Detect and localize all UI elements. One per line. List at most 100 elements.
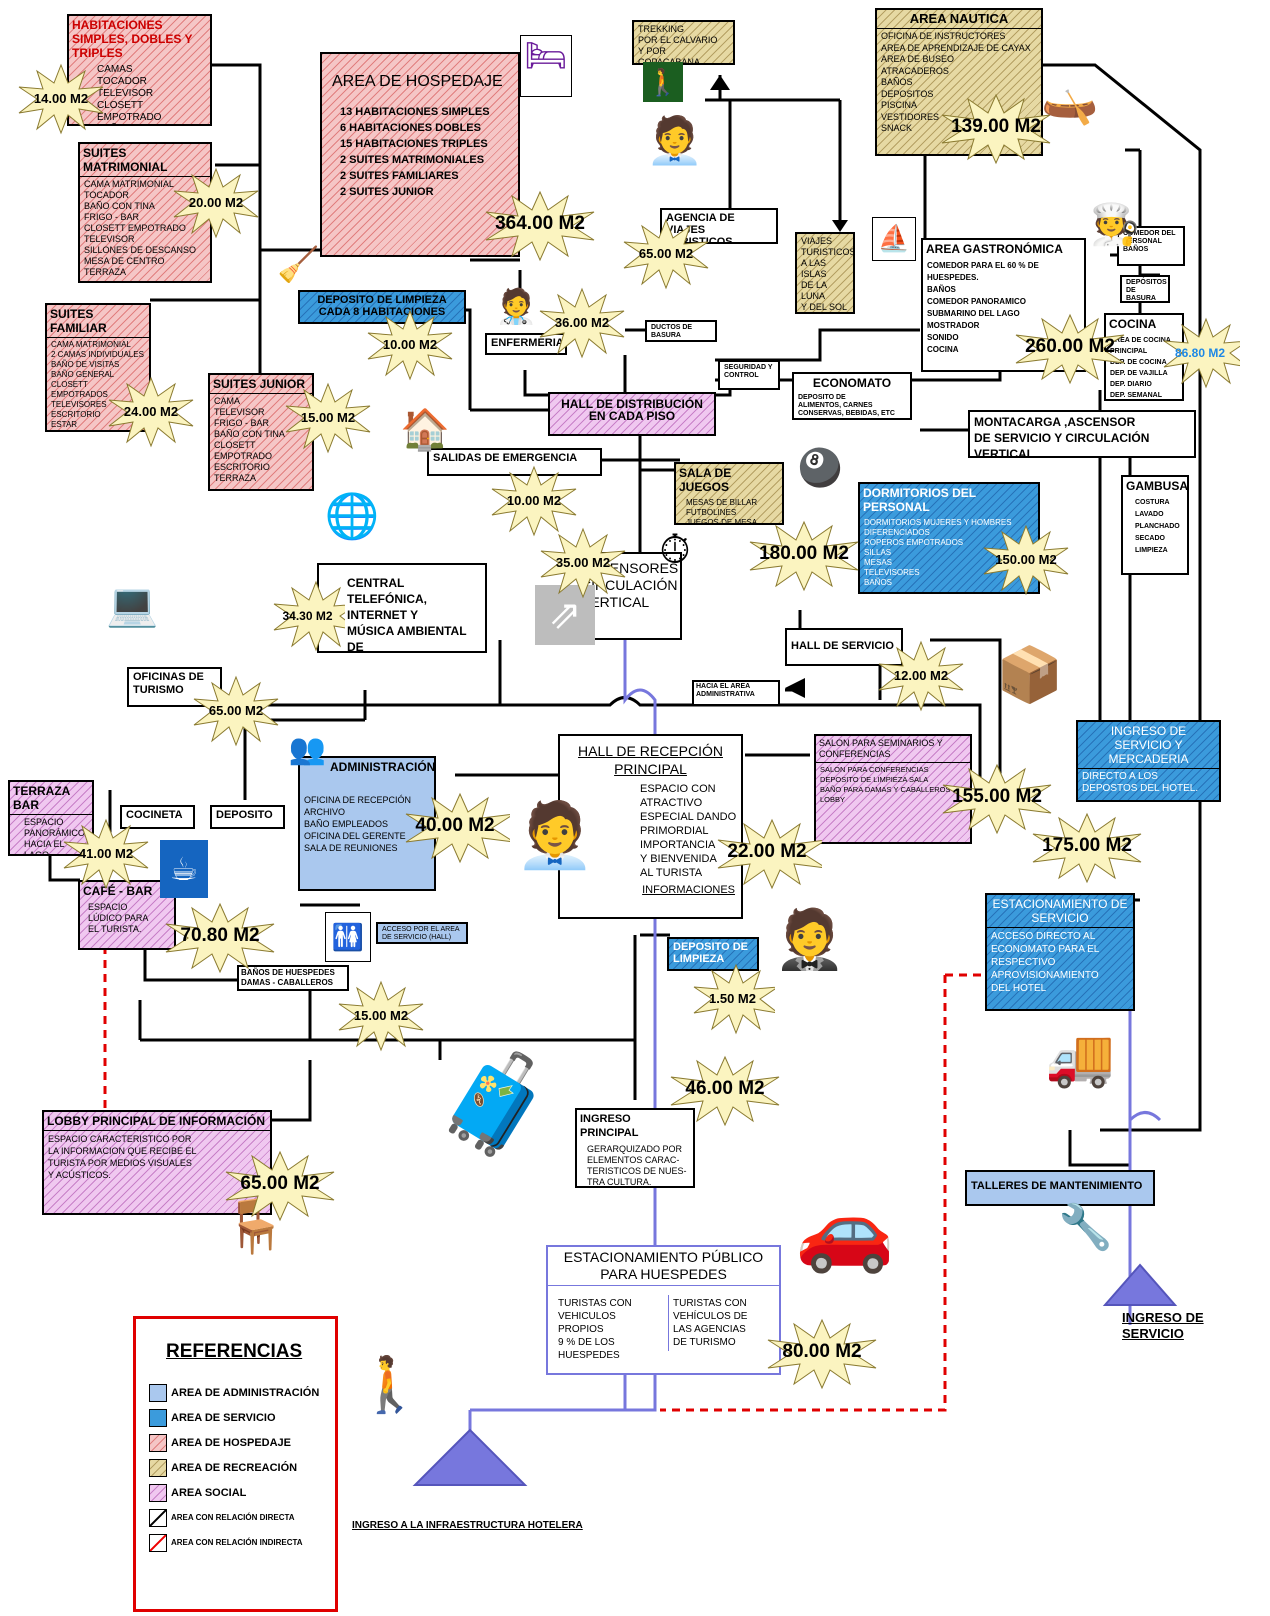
area-star: 1.50 M2: [690, 963, 775, 1035]
terraza-bar-items: ESPACIO PANORÁMICO HACIA EL LAGO: [24, 817, 85, 856]
nurse-icon: 🧑‍⚕️: [495, 288, 538, 326]
ingreso-servicio-items: DIRECTO A LOS DEPOSTOS DEL HOTEL.: [1082, 771, 1199, 794]
area-star: 15.00 M2: [335, 980, 427, 1052]
deposito-limpieza-box: DEPOSITO DE LIMPIEZA CADA 8 HABITACIONES: [298, 290, 466, 324]
area-star: 40.00 M2: [400, 792, 510, 864]
bellboy-icon: 🤵: [773, 907, 847, 972]
hiker-icon: 🚶: [643, 62, 683, 102]
gambusa-items: COSTURA LAVADO PLANCHADO SECADO LIMPIEZA: [1135, 499, 1180, 554]
viajes-box: VIAJES TURISTICOS A LAS ISLAS DE LA LUNA…: [795, 232, 855, 314]
hospedaje-title: AREA DE HOSPEDAJE: [332, 73, 503, 90]
cleaner-icon: 🧹: [277, 246, 320, 284]
area-star: 22.00 M2: [712, 818, 822, 890]
ductos-box: DUCTOS DE BASURA AL DEP DE BASURA: [645, 320, 717, 342]
estacionamiento-col1: TURISTAS CON VEHICULOS PROPIOS 9 % DE LO…: [558, 1298, 632, 1361]
suites-matrimonial-title: SUITES MATRIMONIAL: [80, 144, 210, 177]
suites-familiar-box: SUITES FAMILIAR CAMA MATRIMONIAL 2 CAMAS…: [45, 303, 151, 432]
comedor-personal-title: COMEDOR DEL PERSONAL BAÑOS: [1123, 230, 1176, 253]
game-table-icon: 🎱: [797, 447, 843, 488]
economato-items: DEPOSITO DE ALIMENTOS, CARNES CONSERVAS,…: [798, 394, 895, 417]
cafe-bar-items: ESPACIO LÚDICO PARA EL TURISTA.: [88, 902, 149, 934]
talleres-box: TALLERES DE MANTENIMIENTO: [965, 1170, 1155, 1206]
suites-junior-title: SUITES JUNIOR: [210, 375, 312, 394]
sala-juegos-title: SALA DE JUEGOS: [679, 466, 732, 494]
hospedaje-items: 13 HABITACIONES SIMPLES 6 HABITACIONES D…: [340, 106, 490, 198]
sailboat-icon: ⛵: [872, 217, 916, 261]
gambusa-box: GAMBUSA COSTURA LAVADO PLANCHADO SECADO …: [1121, 475, 1189, 575]
montacarga-title: MONTACARGA ,ASCENSOR DE SERVICIO Y CIRCU…: [974, 415, 1150, 458]
salon-seminarios-title: SALON PARA SEMINARIOS Y CONFERENCIAS: [816, 736, 970, 763]
suites-familiar-title: SUITES FAMILIAR: [47, 305, 149, 338]
dormitorios-items: DORMITORIOS MUJERES Y HOMBRES DIFERENCIA…: [864, 518, 1012, 587]
hacia-admin-box: HACIA EL AREA ADMINISTRATIVA: [692, 680, 780, 706]
kayak-icon: 🛶: [1041, 74, 1099, 126]
hall-servicio-box[interactable]: HALL DE SERVICIO: [785, 628, 903, 666]
sala-juegos-items: MESAS DE BILLAR FUTBOLINES JUEGOS DE MES…: [686, 498, 758, 525]
area-star: 65.00 M2: [620, 218, 712, 290]
area-star: 15.00 M2: [282, 382, 374, 454]
central-title: CENTRAL TELEFÓNICA, INTERNET Y MÚSICA AM…: [347, 576, 467, 653]
area-star: 65.00 M2: [220, 1150, 340, 1222]
trekking-title: TREKKING POR EL CALVARIO Y POR COPACABAN…: [638, 24, 718, 65]
salon-seminarios-items: SALON PARA CONFERENCIAS DEPOSITO DE LIMP…: [820, 765, 951, 804]
administracion-items: OFICINA DE RECEPCIÓN ARCHIVO BAÑO EMPLEA…: [304, 795, 412, 853]
area-star: 139.00 M2: [936, 93, 1056, 165]
hall-recepcion-box[interactable]: HALL DE RECEPCIÓN PRINCIPAL ESPACIO CON …: [558, 734, 743, 919]
ingreso-servicio-title: INGRESO DE SERVICIO Y MERCADERIA: [1078, 722, 1219, 769]
gastronomica-items: COMEDOR PARA EL 60 % DE HUESPEDES. BAÑOS…: [927, 261, 1039, 354]
gambusa-title: GAMBUSA: [1126, 479, 1188, 493]
cafe-bar-title: CAFÉ - BAR: [83, 884, 153, 898]
deposito-limpieza2-box: DEPOSITO DE LIMPIEZA: [667, 937, 759, 971]
hospedaje-box: AREA DE HOSPEDAJE 13 HABITACIONES SIMPLE…: [320, 52, 520, 257]
administracion-box: ADMINISTRACIÓN OFICINA DE RECEPCIÓN ARCH…: [298, 756, 436, 891]
area-star: 180.00 M2: [744, 520, 864, 592]
estacionamiento-servicio-items: ACCESO DIRECTO AL ECONOMATO PARA EL RESP…: [991, 931, 1100, 994]
lobby-items: ESPACIO CARACTERISTICO POR LA INFORMACIO…: [48, 1134, 197, 1180]
delivery-man-icon: 📦: [996, 645, 1064, 705]
estacionamiento-col2: TURISTAS CON VEHÍCULOS DE LAS AGENCIAS D…: [668, 1295, 779, 1351]
trekking-box: TREKKING POR EL CALVARIO Y POR COPACABAN…: [632, 20, 735, 65]
area-star: 34.30 M2: [270, 580, 345, 652]
travel-agent-icon: 🧑‍💼: [646, 114, 704, 166]
house-icon: 🏠: [400, 408, 450, 452]
computer-user-icon: 💻: [106, 581, 159, 628]
ingreso-principal-items: GERARQUIZADO POR ELEMENTOS CARAC- TERIST…: [587, 1144, 687, 1187]
cocina-box: COCINA AREA DE COCINA PRINCIPAL DEP. DE …: [1104, 313, 1184, 401]
area-star: 10.00 M2: [364, 309, 456, 381]
legend-item: AREA SOCIAL: [149, 1483, 246, 1503]
receptionist-icon: 🧑‍💼: [515, 799, 595, 871]
area-star: 175.00 M2: [1027, 812, 1147, 884]
area-star: 41.00 M2: [60, 818, 152, 890]
ingreso-servicio-label: INGRESO DE SERVICIO: [1122, 1310, 1204, 1341]
area-star: 14.00 M2: [15, 63, 107, 135]
hall-recepcion-foot: INFORMACIONES: [642, 884, 735, 896]
area-star: 155.00 M2: [937, 763, 1057, 835]
area-star: 35.00 M2: [537, 527, 629, 599]
cars-icon: 🚗: [795, 1185, 895, 1274]
dormitorios-title: DORMITORIOS DEL PERSONAL: [863, 486, 976, 514]
restroom-icon: 🚻: [325, 912, 371, 962]
estacionamiento-publico-box[interactable]: ESTACIONAMIENTO PÚBLICO PARA HUESPEDES T…: [546, 1245, 781, 1375]
economato-box: ECONOMATO DEPOSITO DE ALIMENTOS, CARNES …: [792, 372, 912, 420]
deposito-limpieza2-title: DEPOSITO DE LIMPIEZA: [673, 941, 748, 965]
legend-item: AREA DE ADMINISTRACIÓN: [149, 1383, 319, 1403]
estacionamiento-publico-title: ESTACIONAMIENTO PÚBLICO PARA HUESPEDES: [548, 1247, 779, 1286]
area-star: 70.80 M2: [160, 902, 280, 974]
area-star: 10.00 M2: [488, 465, 580, 537]
office-people-icon: 👥: [288, 733, 327, 766]
hab-simples-items: CAMAS TOCADOR TELEVISOR CLOSETT EMPOTRAD…: [97, 64, 162, 123]
suites-matrimonial-items: CAMA MATRIMONIAL TOCADOR BAÑO CON TINA F…: [84, 179, 197, 277]
cafe-bar-box: CAFÉ - BAR ESPACIO LÚDICO PARA EL TURIST…: [78, 880, 176, 950]
ingreso-servicio-box: INGRESO DE SERVICIO Y MERCADERIA DIRECTO…: [1076, 720, 1221, 802]
enfermeria-title: ENFERMERIA: [491, 337, 564, 349]
gastronomica-box: AREA GASTRONÓMICA COMEDOR PARA EL 60 % D…: [921, 238, 1086, 372]
seguridad-box: SEGURIDAD Y CONTROL: [718, 360, 780, 390]
viajes-title: VIAJES TURISTICOS A LAS ISLAS DE LA LUNA…: [801, 236, 855, 312]
hall-distribucion-box[interactable]: HALL DE DISTRIBUCIÓN EN CADA PISO: [548, 392, 716, 436]
mechanic-icon: 🔧: [1058, 1203, 1113, 1252]
legend-item: AREA DE SERVICIO: [149, 1408, 276, 1428]
suites-junior-box: SUITES JUNIOR CAMA TELEVISOR FRIGO - BAR…: [208, 373, 314, 491]
tourist-icon: 🧳: [435, 1051, 555, 1158]
estacionamiento-servicio-box: ESTACIONAMIENTO DE SERVICIO ACCESO DIREC…: [985, 893, 1135, 1011]
ingreso-principal-box[interactable]: INGRESO PRINCIPAL GERARQUIZADO POR ELEME…: [575, 1108, 695, 1188]
